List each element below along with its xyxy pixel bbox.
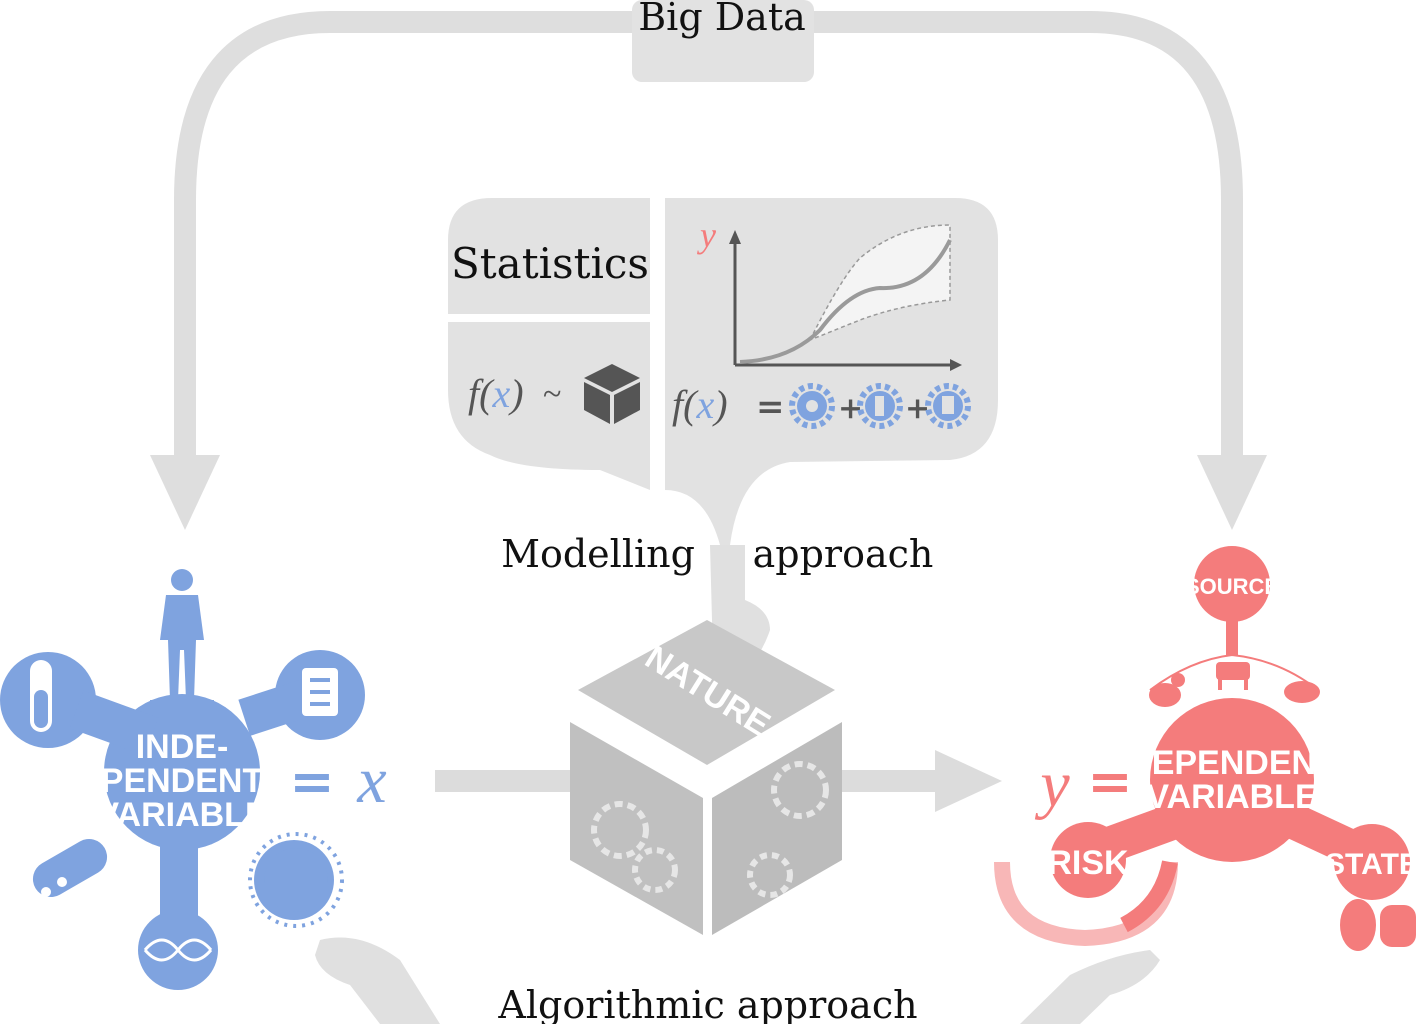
cow-icon	[1216, 662, 1250, 690]
statistics-label: Statistics	[451, 239, 649, 288]
arrow-left-curve	[174, 10, 640, 455]
human-figure-icon	[160, 569, 204, 700]
formula-left: f(x) ~	[468, 364, 640, 424]
gear-icon	[857, 383, 903, 429]
independent-line3: VARIABLE	[96, 796, 267, 834]
arrow-right-head	[1197, 455, 1267, 530]
arrow-box-to-y-head	[935, 750, 1002, 812]
source-label: SOURCE	[1185, 574, 1279, 599]
formula-left-close: )	[508, 371, 523, 416]
risk-gauge-level	[1120, 860, 1178, 933]
virus-icon	[248, 832, 344, 928]
source-links	[1149, 653, 1319, 691]
svg-text:f(x): f(x)	[468, 371, 524, 416]
chicken-icon	[1149, 673, 1185, 707]
pill-icon	[32, 839, 108, 897]
pig-icon	[1284, 681, 1320, 703]
plus-2: +	[905, 391, 930, 426]
algorithmic-label: Algorithmic approach	[497, 983, 917, 1024]
dependent-variable-blob	[1050, 546, 1410, 900]
kidney-icon	[1340, 899, 1376, 951]
dependent-symbol: y	[1034, 748, 1070, 821]
plus-1: +	[838, 391, 863, 426]
arrow-left-head	[150, 455, 220, 530]
svg-text:f(x): f(x)	[672, 382, 728, 427]
risk-label: RISK	[1047, 844, 1129, 882]
hand-icon	[1020, 950, 1160, 1024]
formula-right-f: f(	[672, 382, 699, 427]
test-tube-icon	[30, 660, 52, 732]
formula-right-x: x	[695, 382, 714, 427]
nature-box	[570, 620, 842, 935]
arrow-right-curve	[810, 11, 1243, 455]
big-data-label: Big Data	[638, 0, 806, 39]
plot-y-label: y	[697, 215, 716, 255]
formula-right: f(x) = + +	[672, 382, 971, 429]
dependent-line1: DEPENDENT	[1127, 744, 1337, 782]
gear-icon	[789, 383, 835, 429]
big-data-box	[632, 0, 814, 82]
independent-line1: INDE-	[136, 728, 229, 766]
hand-icon	[315, 937, 440, 1024]
dependent-line2: VARIABLE	[1146, 778, 1317, 816]
formula-left-f: f(	[468, 371, 495, 416]
formula-right-equals: =	[756, 387, 785, 427]
gear-icon	[925, 383, 971, 429]
modelling-label: Modelling	[501, 532, 695, 576]
independent-symbol: x	[356, 744, 386, 817]
big-data-arrows	[150, 10, 1267, 530]
dna-icon	[143, 938, 213, 962]
clipboard-icon	[302, 668, 338, 716]
cube-icon	[584, 364, 640, 424]
formula-left-x: x	[491, 371, 510, 416]
gamepad-icon	[1380, 905, 1416, 947]
dependent-equals: =	[1087, 749, 1132, 813]
curve-plot	[729, 224, 962, 371]
formula-tilde: ~	[543, 376, 561, 413]
independent-line2: PENDENT	[101, 762, 264, 800]
formula-right-close: )	[712, 382, 727, 427]
independent-equals: =	[289, 749, 334, 813]
approach-label: approach	[753, 532, 934, 576]
state-label: STATE	[1325, 848, 1419, 881]
